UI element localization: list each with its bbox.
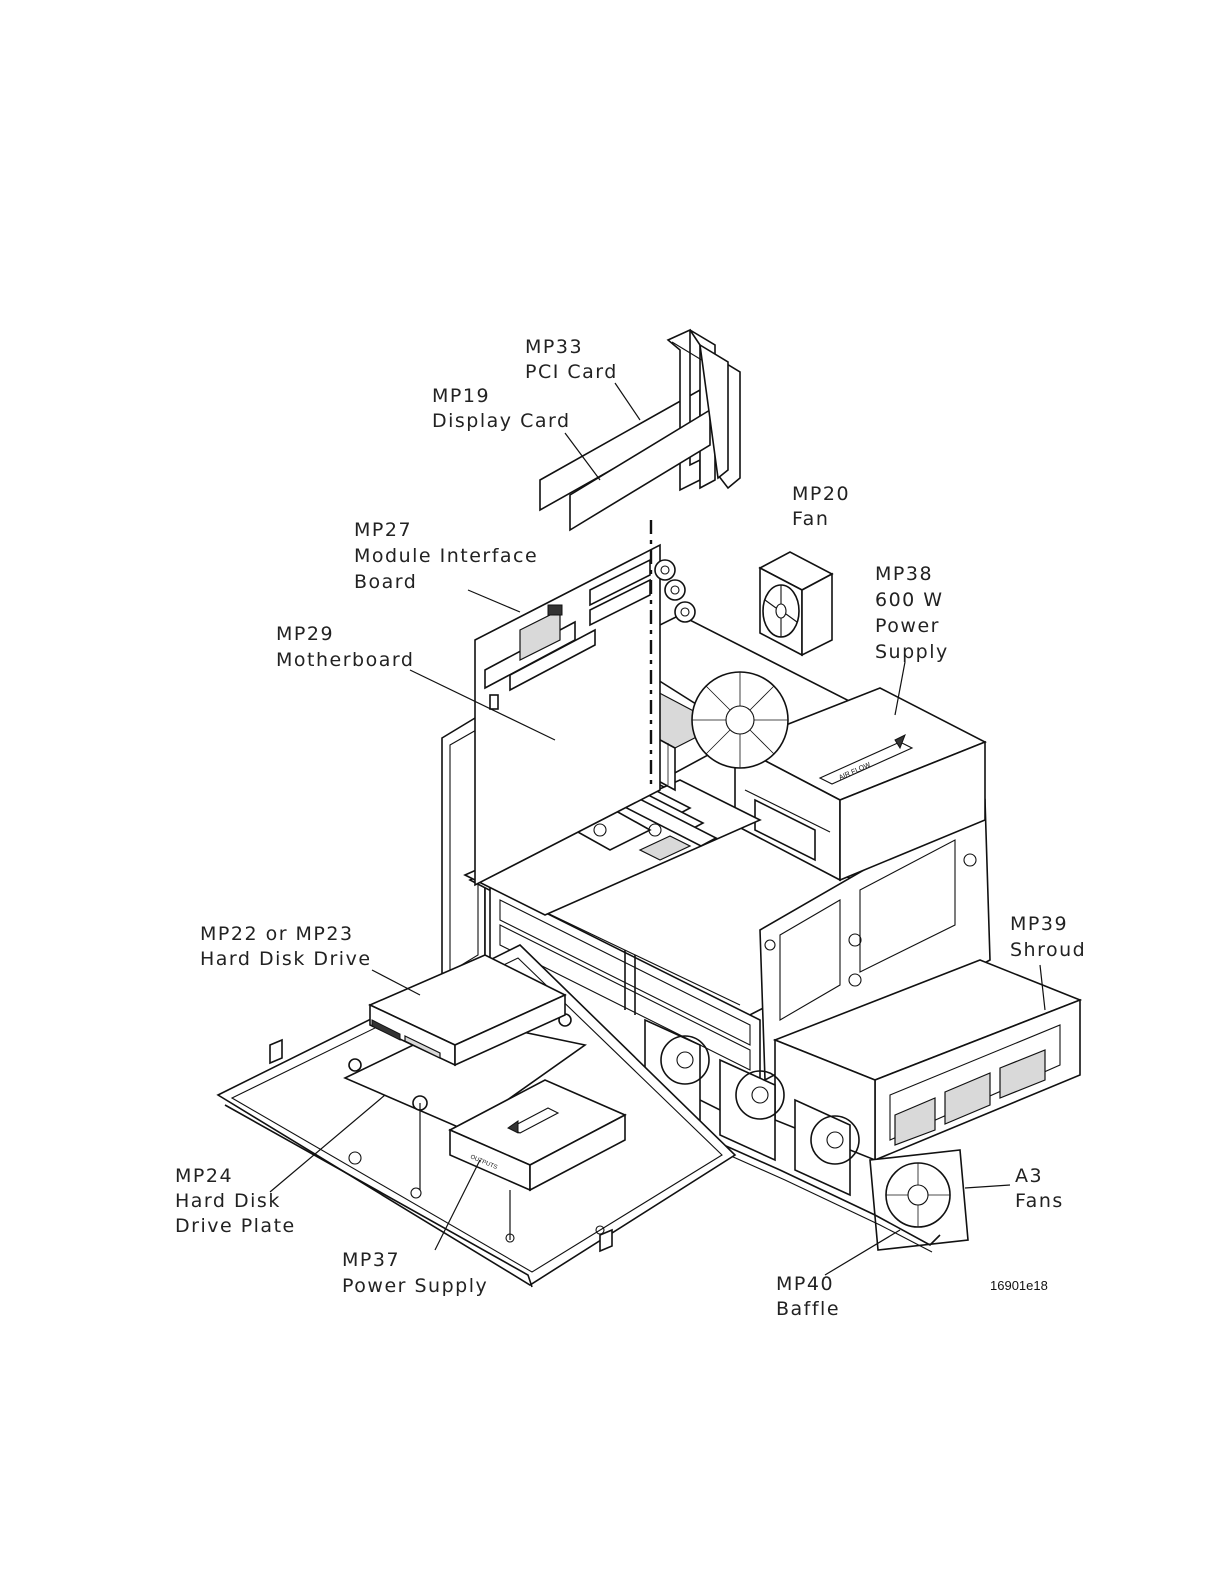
callout-mp40-part: MP40 bbox=[776, 1273, 834, 1295]
callout-mp29: MP29 Motherboard bbox=[276, 623, 414, 671]
callout-mp24-line2: Drive Plate bbox=[175, 1215, 296, 1237]
callout-mp27-name-line1: Module Interface bbox=[354, 545, 538, 567]
callout-mp38-part: MP38 bbox=[875, 563, 933, 585]
callout-mp39-part: MP39 bbox=[1010, 913, 1068, 935]
callout-mp27-name-line2: Board bbox=[354, 571, 417, 593]
callout-mp40-name: Baffle bbox=[776, 1298, 840, 1320]
callout-mp19: MP19 Display Card bbox=[432, 385, 571, 432]
callout-mp38-line3: Supply bbox=[875, 641, 949, 663]
callout-a3-name: Fans bbox=[1015, 1190, 1064, 1212]
callout-mp20-name: Fan bbox=[792, 508, 829, 530]
callout-mp19-part: MP19 bbox=[432, 385, 490, 407]
callout-mp27: MP27 Module Interface Board bbox=[354, 519, 538, 593]
callout-mp20-part: MP20 bbox=[792, 483, 850, 505]
callout-mp39: MP39 Shroud bbox=[1010, 913, 1086, 961]
callout-mp38: MP38 600 W Power Supply bbox=[875, 563, 949, 663]
callout-mp24-part: MP24 bbox=[175, 1165, 233, 1187]
callout-mp27-part: MP27 bbox=[354, 519, 412, 541]
callout-mp19-name: Display Card bbox=[432, 410, 571, 432]
callout-mp38-line1: 600 W bbox=[875, 589, 944, 611]
callout-mp33-name: PCI Card bbox=[525, 361, 618, 383]
callout-mp22-part: MP22 or MP23 bbox=[200, 923, 354, 945]
callout-mp24: MP24 Hard Disk Drive Plate bbox=[175, 1165, 296, 1237]
callout-mp37-name: Power Supply bbox=[342, 1275, 488, 1297]
callout-mp20: MP20 Fan bbox=[792, 483, 850, 530]
callout-mp29-name: Motherboard bbox=[276, 649, 414, 671]
callout-mp38-line2: Power bbox=[875, 615, 940, 637]
callout-mp22-name: Hard Disk Drive bbox=[200, 948, 372, 970]
figure-id: 16901e18 bbox=[990, 1278, 1048, 1293]
callout-mp37-part: MP37 bbox=[342, 1249, 400, 1271]
callout-mp22: MP22 or MP23 Hard Disk Drive bbox=[200, 923, 372, 970]
callout-mp40: MP40 Baffle bbox=[776, 1273, 840, 1320]
callout-a3: A3 Fans bbox=[1015, 1165, 1064, 1212]
callout-mp39-name: Shroud bbox=[1010, 939, 1086, 961]
callout-mp33: MP33 PCI Card bbox=[525, 336, 618, 383]
callout-mp33-part: MP33 bbox=[525, 336, 583, 358]
callout-mp24-line1: Hard Disk bbox=[175, 1190, 281, 1212]
fan-mp20 bbox=[760, 552, 832, 655]
callout-a3-part: A3 bbox=[1015, 1165, 1043, 1187]
callout-mp29-part: MP29 bbox=[276, 623, 334, 645]
callout-mp37: MP37 Power Supply bbox=[342, 1249, 488, 1297]
